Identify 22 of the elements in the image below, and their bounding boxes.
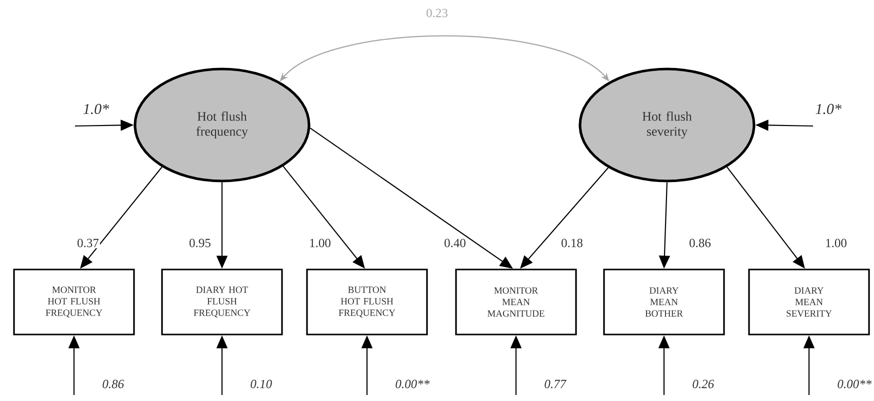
edge-label: 1.0*: [82, 102, 110, 116]
edge-label: 0.10: [249, 378, 274, 390]
edge-label: 1.00: [308, 238, 332, 248]
edge-label: 0.86: [101, 378, 126, 390]
edge-label: 0.23: [425, 8, 449, 18]
edge-label: 0.00**: [394, 378, 431, 390]
edge-label: 0.00**: [836, 378, 873, 390]
indicator-box: MONITOR HOT FLUSH FREQUENCY: [13, 268, 135, 336]
edge-label: 0.77: [543, 378, 568, 390]
edge-label: 0.95: [188, 238, 212, 248]
edge-label: 1.0*: [814, 102, 842, 116]
edge-label: 0.86: [688, 238, 712, 248]
edge-label: 0.18: [560, 238, 584, 248]
indicator-box: DIARY MEAN SEVERITY: [748, 268, 870, 336]
edge-label: 0.37: [76, 238, 100, 248]
edge-label: 0.40: [443, 238, 467, 248]
indicator-box: MONITOR MEAN MAGNITUDE: [455, 268, 577, 336]
indicator-box: BUTTON HOT FLUSH FREQUENCY: [306, 268, 428, 336]
edge-label: 1.00: [824, 238, 848, 248]
indicator-box: DIARY HOT FLUSH FREQUENCY: [161, 268, 283, 336]
indicator-box: DIARY MEAN BOTHER: [603, 268, 725, 336]
edge-label: 0.26: [691, 378, 716, 390]
